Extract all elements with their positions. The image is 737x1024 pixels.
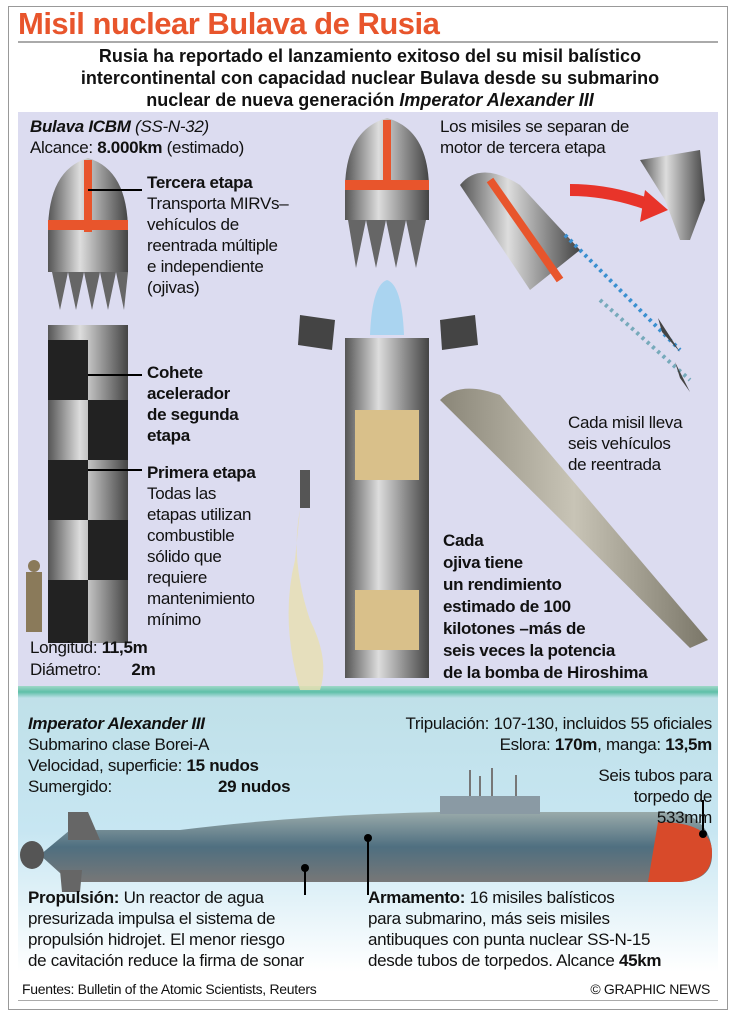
propulsion-label: Propulsión: Un reactor de agua presuriza… bbox=[28, 887, 304, 971]
submarine-specs-right: Tripulación: 107-130, incluidos 55 ofici… bbox=[405, 713, 712, 755]
text-line: Transporta MIRVs– bbox=[147, 194, 289, 213]
separated-warhead-diagram bbox=[440, 150, 708, 648]
range-value: 45km bbox=[618, 951, 662, 970]
text-line: 16 misiles balísticos bbox=[469, 888, 615, 907]
text-line: e independiente bbox=[147, 257, 264, 276]
third-stage-heading: Tercera etapa bbox=[147, 173, 253, 192]
submarine-class: Submarino clase Borei-A bbox=[28, 735, 210, 754]
text-line: requiere bbox=[147, 568, 207, 587]
text-line: de segunda bbox=[147, 405, 239, 424]
range-value: 8.000km bbox=[97, 138, 163, 157]
text-line: seis vehículos bbox=[568, 434, 671, 453]
missile-range: Alcance: 8.000km (estimado) bbox=[30, 137, 244, 158]
subtitle-text: nuclear de nueva generación bbox=[146, 90, 400, 110]
text-line: motor de tercera etapa bbox=[440, 138, 606, 157]
speed-value: 29 nudos bbox=[218, 777, 291, 796]
separation-label: Los misiles se separan de motor de terce… bbox=[440, 116, 629, 158]
subtitle-line: intercontinental con capacidad nuclear B… bbox=[80, 68, 660, 88]
propulsion-heading: Propulsión: bbox=[28, 888, 120, 907]
page-title: Misil nuclear Bulava de Rusia bbox=[18, 6, 440, 41]
text-line: para submarino, más seis misiles bbox=[368, 909, 610, 928]
text-line: 533mm bbox=[656, 808, 712, 827]
text-line: torpedo de bbox=[633, 787, 713, 806]
reentry-label: Cada misil lleva seis vehículos de reent… bbox=[568, 412, 683, 475]
text-line: estimado de 100 bbox=[443, 597, 571, 616]
text-line: etapas utilizan bbox=[147, 505, 252, 524]
warhead-yield-label: Cada ojiva tiene un rendimiento estimado… bbox=[443, 530, 648, 684]
speed-label: Sumergido: bbox=[28, 777, 112, 796]
diameter-label: Diámetro: bbox=[30, 660, 106, 679]
text-line: Seis tubos para bbox=[598, 766, 712, 785]
speed-value: 15 nudos bbox=[186, 756, 259, 775]
second-stage-label: Cohete acelerador de segunda etapa bbox=[147, 362, 239, 446]
dimensions: Eslora: 170m, manga: 13,5m bbox=[405, 734, 713, 755]
text-line: vehículos de bbox=[147, 215, 239, 234]
text-line: etapa bbox=[147, 426, 190, 445]
armament-heading: Armamento: bbox=[368, 888, 466, 907]
submarine-specs-left: Imperator Alexander III Submarino clase … bbox=[28, 713, 291, 797]
credit: © GRAPHIC NEWS bbox=[590, 981, 710, 997]
missile-diameter: Diámetro: 2m bbox=[30, 659, 156, 680]
beam-label: , manga: bbox=[597, 735, 666, 754]
range-label: Alcance: bbox=[30, 138, 98, 157]
length-label: Longitud: bbox=[30, 638, 102, 657]
submarine-diagram bbox=[20, 768, 712, 895]
bulava-missile-diagram bbox=[26, 158, 142, 643]
crew: Tripulación: 107-130, incluidos 55 ofici… bbox=[405, 714, 712, 733]
subtitle: Rusia ha reportado el lanzamiento exitos… bbox=[20, 45, 720, 111]
footer-divider bbox=[18, 1000, 718, 1001]
speed-surface: Velocidad, superficie: 15 nudos bbox=[28, 755, 290, 776]
text-line: sólido que bbox=[147, 547, 222, 566]
text-line: de reentrada bbox=[568, 455, 661, 474]
text-line: propulsión hidrojet. El menor riesgo bbox=[28, 930, 285, 949]
armament-label: Armamento: 16 misiles balísticos para su… bbox=[368, 887, 662, 971]
text-line: antibuques con punta nuclear SS-N-15 bbox=[368, 930, 651, 949]
text-line: seis veces la potencia bbox=[443, 641, 616, 660]
speed-submerged: Sumergido: 29 nudos bbox=[28, 776, 291, 797]
first-stage-heading: Primera etapa bbox=[147, 463, 256, 482]
water-surface bbox=[18, 686, 718, 698]
first-stage-label: Primera etapa Todas las etapas utilizan … bbox=[147, 462, 256, 630]
text-line: un rendimiento bbox=[443, 575, 562, 594]
text-line: Todas las bbox=[147, 484, 217, 503]
subtitle-line: nuclear de nueva generación Imperator Al… bbox=[20, 89, 720, 111]
text-line: Cada misil lleva bbox=[568, 413, 683, 432]
text-line: reentrada múltiple bbox=[147, 236, 278, 255]
missile-code: (SS-N-32) bbox=[135, 117, 209, 136]
text-line: acelerador bbox=[147, 384, 230, 403]
divider bbox=[18, 41, 718, 43]
text-line: combustible bbox=[147, 526, 235, 545]
submarine-name: Imperator Alexander III bbox=[399, 90, 594, 110]
submarine-name: Imperator Alexander III bbox=[28, 714, 205, 733]
infographic-frame bbox=[8, 6, 728, 1010]
text-line: mínimo bbox=[147, 610, 201, 629]
text-line: Cohete bbox=[147, 363, 203, 382]
text-line: (ojivas) bbox=[147, 278, 200, 297]
stage-separation-diagram bbox=[288, 118, 478, 690]
text-line: presurizada impulsa el sistema de bbox=[28, 909, 276, 928]
text-line: ojiva tiene bbox=[443, 553, 523, 572]
missile-name: Bulava ICBM bbox=[30, 117, 131, 136]
text-line: mantenimiento bbox=[147, 589, 255, 608]
speed-label: Velocidad, superficie: bbox=[28, 756, 187, 775]
text-line: kilotones –más de bbox=[443, 619, 586, 638]
diameter-value: 2m bbox=[131, 660, 156, 679]
length-value: 11,5m bbox=[101, 638, 148, 657]
text-line: desde tubos de torpedos. Alcance bbox=[368, 951, 619, 970]
text-line: Cada bbox=[443, 531, 484, 550]
sources: Fuentes: Bulletin of the Atomic Scientis… bbox=[22, 981, 317, 997]
range-note: (estimado) bbox=[162, 138, 245, 157]
missile-name-line: Bulava ICBM (SS-N-32) bbox=[30, 116, 209, 137]
length-label: Eslora: bbox=[499, 735, 555, 754]
text-line: de cavitación reduce la firma de sonar bbox=[28, 951, 304, 970]
text-line: Los misiles se separan de bbox=[440, 117, 630, 136]
third-stage-label: Tercera etapa Transporta MIRVs– vehículo… bbox=[147, 172, 289, 298]
torpedo-label: Seis tubos para torpedo de 533mm bbox=[598, 765, 712, 828]
length-value: 170m bbox=[554, 735, 598, 754]
missile-length: Longitud: 11,5m bbox=[30, 637, 148, 658]
subtitle-line: Rusia ha reportado el lanzamiento exitos… bbox=[98, 46, 642, 66]
text-line: de la bomba de Hiroshima bbox=[443, 663, 648, 682]
text-line: Un reactor de agua bbox=[123, 888, 264, 907]
beam-value: 13,5m bbox=[665, 735, 712, 754]
